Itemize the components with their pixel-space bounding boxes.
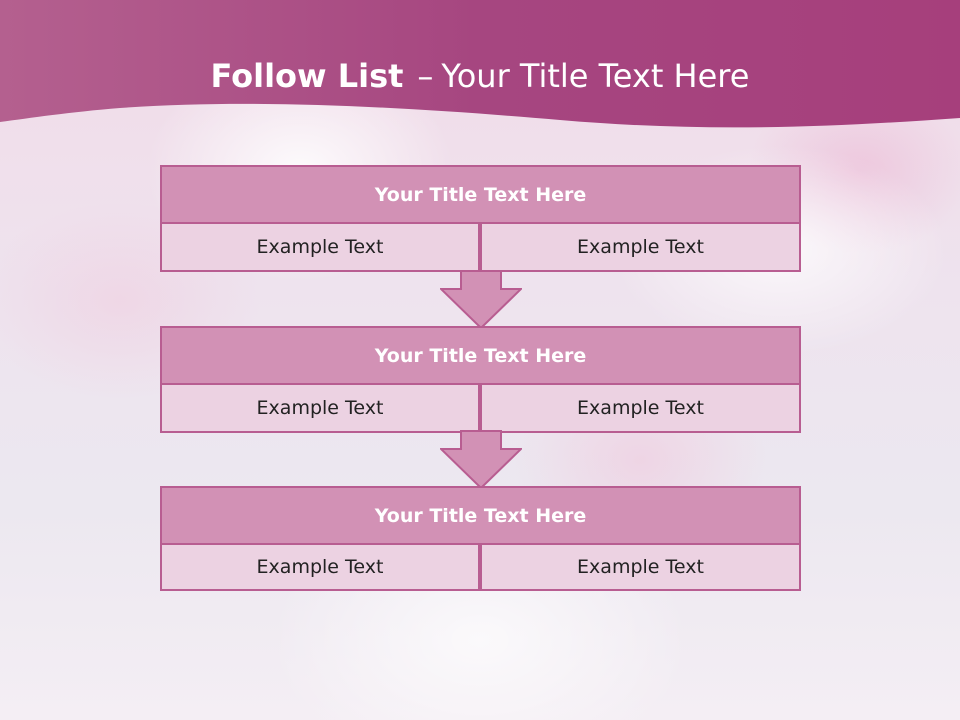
block-cell-right: Example Text	[480, 543, 801, 591]
slide-title-bold: Follow List	[210, 57, 404, 95]
down-arrow-icon	[440, 430, 522, 490]
block-cell-right: Example Text	[480, 222, 801, 272]
block-cell-left: Example Text	[160, 222, 480, 272]
block-title: Your Title Text Here	[160, 486, 801, 545]
down-arrow-icon	[440, 270, 522, 330]
slide-title-rest: Your Title Text Here	[441, 57, 750, 95]
slide-title: Follow List–Your Title Text Here	[0, 52, 960, 100]
block-title: Your Title Text Here	[160, 165, 801, 224]
block-title: Your Title Text Here	[160, 326, 801, 385]
block-cell-left: Example Text	[160, 543, 480, 591]
slide-title-dash: –	[417, 57, 434, 95]
header-banner	[0, 0, 960, 140]
block-cell-left: Example Text	[160, 383, 480, 433]
block-cell-right: Example Text	[480, 383, 801, 433]
